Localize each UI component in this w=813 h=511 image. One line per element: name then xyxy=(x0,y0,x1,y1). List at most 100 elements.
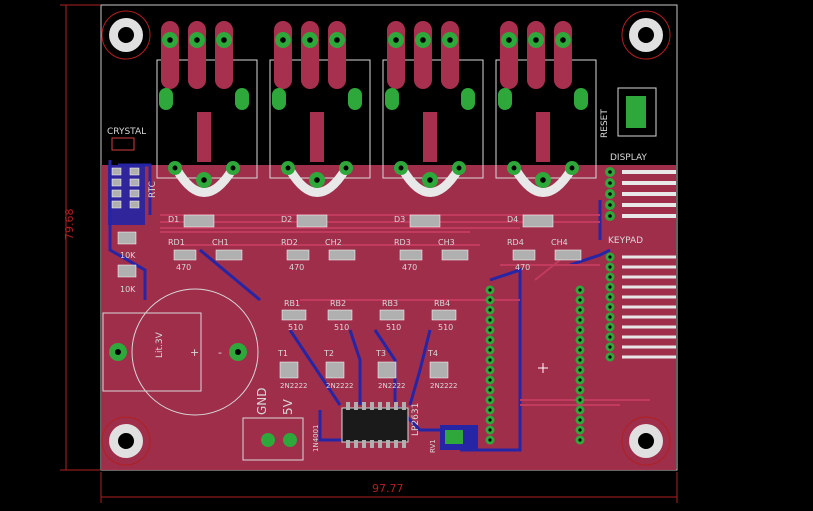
ic-pin xyxy=(378,402,382,410)
rv-pad xyxy=(445,430,463,444)
ic-pin xyxy=(354,440,358,448)
mounting-hole xyxy=(621,416,671,466)
rd-value: 470 xyxy=(402,263,417,272)
reset-button xyxy=(617,87,657,137)
rd-value: 470 xyxy=(176,263,191,272)
led-pad xyxy=(328,249,356,261)
rtc-pad xyxy=(129,178,140,187)
transistor-pad xyxy=(377,361,397,379)
t-label: T4 xyxy=(427,349,438,358)
rd-label: RD2 xyxy=(281,238,298,247)
rtc-pads xyxy=(111,167,140,278)
diode-label: D4 xyxy=(507,215,518,224)
ic-pin xyxy=(402,402,406,410)
ic-label: LP2631 xyxy=(411,403,421,436)
rd-pad xyxy=(512,249,536,261)
display-label: DISPLAY xyxy=(610,153,647,163)
rb-pad xyxy=(379,309,405,321)
ic-pin xyxy=(402,440,406,448)
rtc-label: RTC xyxy=(148,181,158,198)
t-label: T2 xyxy=(323,349,334,358)
ic-pin xyxy=(346,402,350,410)
t-value: 2N2222 xyxy=(378,382,406,390)
rb-value: 510 xyxy=(288,323,303,332)
ch-label: CH1 xyxy=(212,238,229,247)
rtc-pad xyxy=(111,200,122,209)
ic-chip xyxy=(341,407,409,443)
battery-minus-label: - xyxy=(218,346,222,359)
gnd-label: GND xyxy=(255,387,269,415)
power-connector xyxy=(242,417,304,461)
rb-value: 510 xyxy=(334,323,349,332)
diode-label: D3 xyxy=(394,215,405,224)
rb-label: RB3 xyxy=(382,299,398,308)
rtc-pad xyxy=(111,167,122,176)
t-value: 2N2222 xyxy=(430,382,458,390)
ic-pin xyxy=(370,402,374,410)
relay-module xyxy=(269,21,371,197)
t-value: 2N2222 xyxy=(280,382,308,390)
diode-bottom-label: 1N4001 xyxy=(312,424,320,452)
rb-label: RB4 xyxy=(434,299,450,308)
resistor-pad xyxy=(117,264,137,278)
relay-module xyxy=(382,21,484,197)
width-dimension: 97.77 xyxy=(372,482,404,495)
relay-module xyxy=(495,21,597,197)
t-label: T3 xyxy=(375,349,386,358)
mounting-hole xyxy=(621,10,671,60)
led-pad xyxy=(441,249,469,261)
rb-value: 510 xyxy=(438,323,453,332)
ic-pin xyxy=(394,402,398,410)
rd-value: 470 xyxy=(289,263,304,272)
ic-pin xyxy=(362,402,366,410)
resistor-pad xyxy=(117,231,137,245)
led-pad xyxy=(554,249,582,261)
five-v-label: 5V xyxy=(281,398,295,415)
crystal-label: CRYSTAL xyxy=(107,127,146,137)
rb-pad xyxy=(431,309,457,321)
rb-value: 510 xyxy=(386,323,401,332)
ic-pin xyxy=(394,440,398,448)
rd-label: RD4 xyxy=(507,238,524,247)
crystal-part xyxy=(111,137,135,151)
rb-label: RB1 xyxy=(284,299,300,308)
rd-pad xyxy=(399,249,423,261)
rd-pad xyxy=(173,249,197,261)
battery-holder xyxy=(102,312,202,392)
height-dimension: 79.68 xyxy=(63,209,76,241)
headers xyxy=(485,167,676,445)
ch-label: CH4 xyxy=(551,238,568,247)
keypad-label: KEYPAD xyxy=(608,236,643,246)
mounting-holes xyxy=(101,10,671,466)
ic-pin xyxy=(386,440,390,448)
r2-value: 10K xyxy=(120,285,136,294)
ic-pin xyxy=(346,440,350,448)
rv-label: RV1 xyxy=(429,439,437,453)
t-value: 2N2222 xyxy=(326,382,354,390)
rtc-pad xyxy=(129,189,140,198)
ic-pin xyxy=(362,440,366,448)
rd-label: RD1 xyxy=(168,238,185,247)
battery-label: Lit.3V xyxy=(155,331,165,358)
ch-label: CH3 xyxy=(438,238,455,247)
mounting-hole xyxy=(101,10,151,60)
ic-pin xyxy=(354,402,358,410)
relay-module xyxy=(156,21,258,197)
rtc-pad xyxy=(111,178,122,187)
diode-pad xyxy=(183,214,215,228)
reset-label: RESET xyxy=(600,109,610,138)
led-pad xyxy=(215,249,243,261)
diode-label: D2 xyxy=(281,215,292,224)
diode-pad xyxy=(522,214,554,228)
rb-label: RB2 xyxy=(330,299,346,308)
relay-group xyxy=(156,21,597,197)
transistor-pad xyxy=(325,361,345,379)
r1-value: 10K xyxy=(120,251,136,260)
mounting-hole xyxy=(101,416,151,466)
ch-label: CH2 xyxy=(325,238,342,247)
rtc-pad xyxy=(129,167,140,176)
